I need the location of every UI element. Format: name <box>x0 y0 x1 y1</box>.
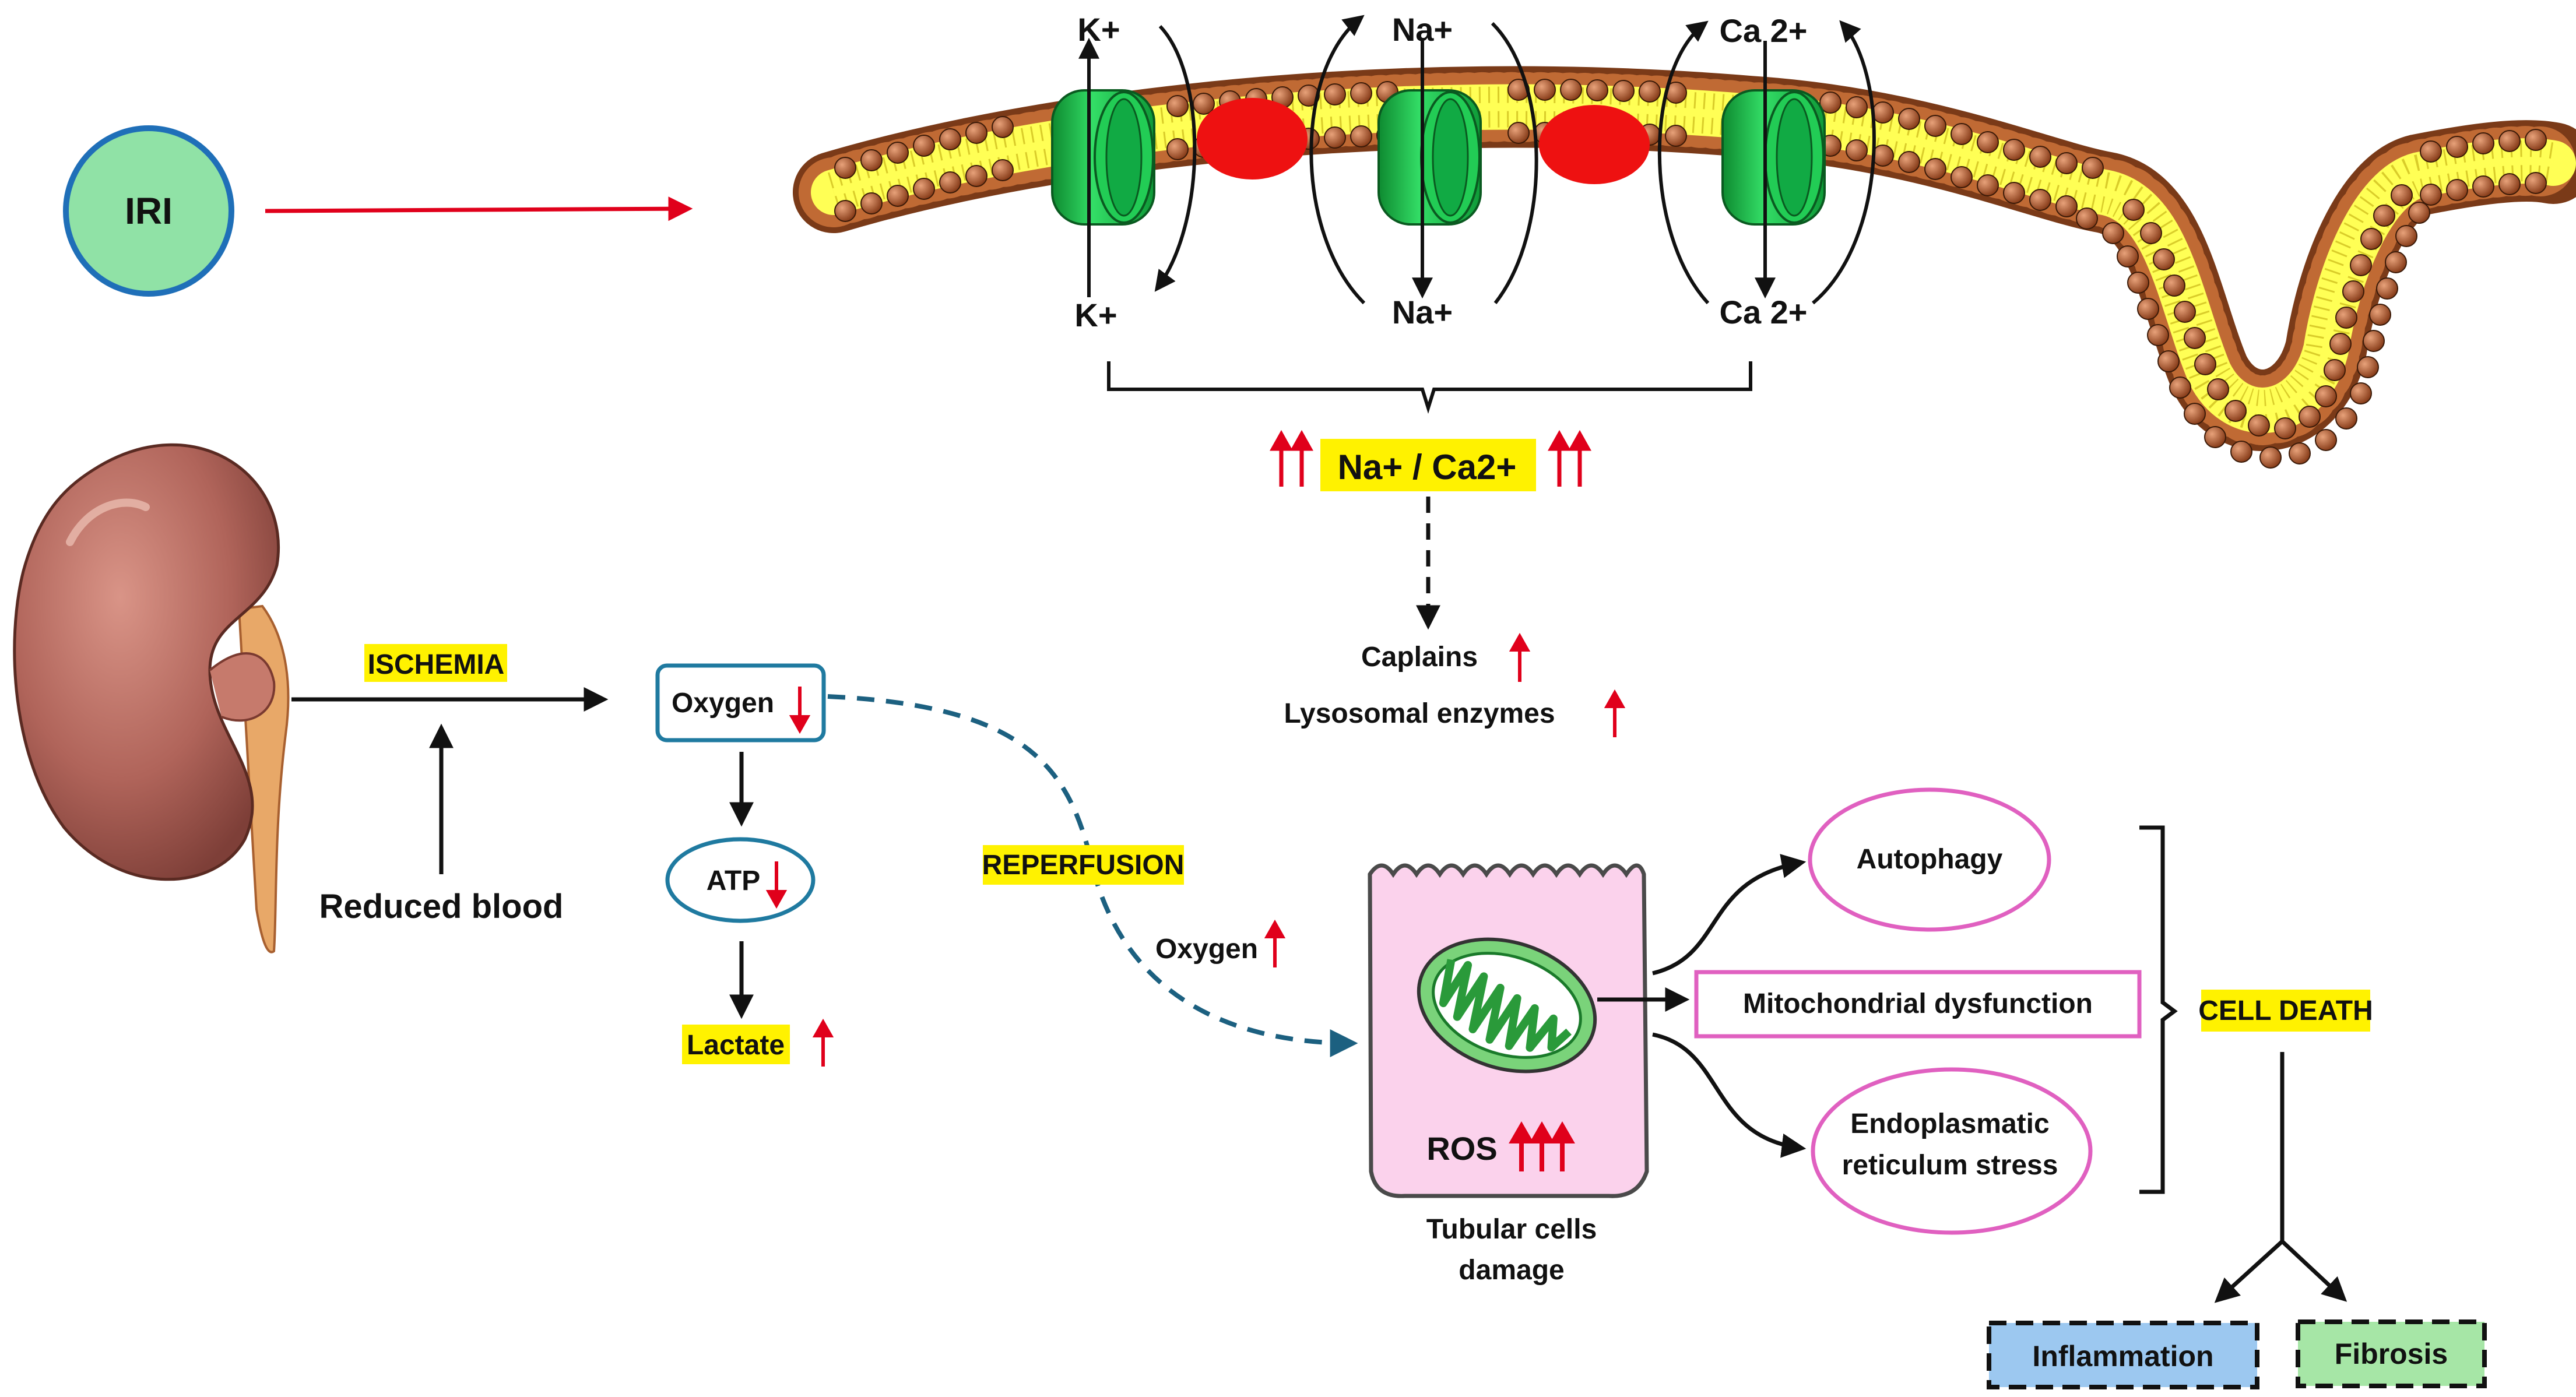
atp-label: ATP <box>707 865 760 896</box>
lysosomal-label: Lysosomal enzymes <box>1284 698 1555 729</box>
cell-death-highlight <box>2201 990 2370 1032</box>
mito-dysfunction-box <box>1694 970 2142 1039</box>
oxygen-low-box <box>655 663 826 743</box>
mito-dysfunction-label: Mitochondrial dysfunction <box>1743 988 2093 1019</box>
na-ca-highlight <box>1320 439 1536 491</box>
iri-circle <box>63 125 234 297</box>
lysosomal-up-arrow <box>1604 689 1626 737</box>
fibrosis-box <box>2296 1319 2487 1388</box>
iri-arrow <box>265 196 693 221</box>
autophagy-label: Autophagy <box>1857 844 2003 875</box>
ros-label: ROS <box>1426 1130 1497 1167</box>
er-stress-label-1: Endoplasmatic <box>1850 1109 2049 1139</box>
oxygen-down-arrow <box>789 687 811 734</box>
ischemia-highlight <box>364 644 507 682</box>
oxygen-high-label: Oxygen <box>1155 934 1258 965</box>
cell-death-bracket <box>2139 825 2178 1194</box>
ion-bracket <box>1107 361 1752 414</box>
na-ca-label: Na+ / Ca2+ <box>1338 448 1517 487</box>
red-pump-right <box>1539 105 1650 184</box>
cell-death-fork <box>2214 1052 2347 1303</box>
oxygen-low-label: Oxygen <box>672 688 774 719</box>
ros-up-arrows <box>1509 1121 1575 1171</box>
na-ca-up-arrows <box>1270 430 1591 487</box>
mitochondrion-image <box>1417 937 1597 1074</box>
k-channel <box>1051 89 1155 226</box>
na-channel <box>1377 89 1482 226</box>
caplains-label: Caplains <box>1361 642 1478 673</box>
caplains-up-arrow <box>1509 632 1531 682</box>
reperfusion-highlight <box>983 845 1184 885</box>
na-bottom-label: Na+ <box>1392 294 1453 330</box>
ischemia-label: ISCHEMIA <box>368 649 505 680</box>
tubular-label-2: damage <box>1459 1255 1564 1286</box>
ca-bottom-label: Ca 2+ <box>1720 294 1808 330</box>
oxygen-up-arrow <box>1264 919 1286 967</box>
autophagy-ellipse <box>1808 787 2051 932</box>
cell-death-label: CELL DEATH <box>2198 995 2373 1026</box>
reperfusion-label: REPERFUSION <box>982 850 1185 881</box>
fibrosis-label: Fibrosis <box>2335 1338 2448 1370</box>
kidney-image <box>13 443 290 953</box>
ca-top-label: Ca 2+ <box>1720 12 1808 49</box>
k-bottom-label: K+ <box>1074 297 1117 333</box>
na-top-label: Na+ <box>1392 11 1453 48</box>
lactate-up-arrow <box>812 1018 834 1067</box>
lactate-highlight <box>682 1025 790 1064</box>
red-pump-left <box>1197 98 1308 180</box>
inflammation-box <box>1987 1321 2259 1389</box>
lactate-label: Lactate <box>687 1030 785 1061</box>
inflammation-label: Inflammation <box>2032 1340 2213 1373</box>
atp-down-arrow <box>765 861 788 909</box>
er-stress-label-2: reticulum stress <box>1842 1150 2058 1181</box>
cell-output-arrows <box>1597 854 1807 1158</box>
tubular-label-1: Tubular cells <box>1426 1214 1597 1245</box>
reduced-blood-label: Reduced blood <box>319 888 564 926</box>
ca-channel <box>1721 89 1826 226</box>
er-stress-ellipse <box>1811 1067 2093 1235</box>
iri-label: IRI <box>125 190 173 232</box>
curved-ion-arrows <box>1154 15 1876 305</box>
k-top-label: K+ <box>1077 11 1120 48</box>
